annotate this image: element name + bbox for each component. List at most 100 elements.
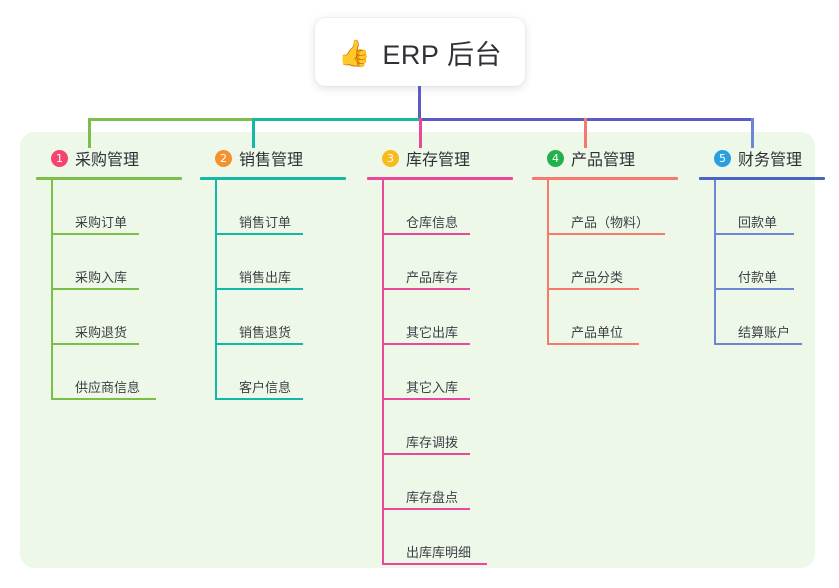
leaf-item-label: 产品单位 <box>571 325 624 340</box>
leaf-item[interactable]: 结算账户 <box>714 290 829 345</box>
column-财务管理: 5 财务管理回款单付款单结算账户 <box>699 146 829 345</box>
leaf-item-label: 产品库存 <box>406 270 459 285</box>
diagram-panel <box>20 132 815 568</box>
leaf-item-rule <box>714 343 802 345</box>
leaf-item-rule <box>714 288 794 290</box>
leaf-item-label: 库存调拨 <box>406 435 459 450</box>
leaf-item-label: 销售退货 <box>239 325 292 340</box>
column-badge-5: 5 <box>714 149 731 167</box>
leaf-item-rule <box>382 398 470 400</box>
leaf-item[interactable]: 仓库信息 <box>382 180 517 235</box>
leaf-item-rule <box>382 233 470 235</box>
leaf-item[interactable]: 销售订单 <box>215 180 350 235</box>
column-spine <box>382 180 384 565</box>
column-badge-2: 2 <box>215 149 232 167</box>
leaf-item[interactable]: 出库库明细 <box>382 510 517 565</box>
column-underline <box>200 177 346 180</box>
leaf-item-rule <box>51 398 156 400</box>
leaf-item-rule <box>547 288 639 290</box>
column-items: 采购订单采购入库采购退货供应商信息 <box>36 180 186 400</box>
leaf-item[interactable]: 付款单 <box>714 235 829 290</box>
column-underline <box>36 177 182 180</box>
leaf-item-label: 仓库信息 <box>406 215 459 230</box>
leaf-item[interactable]: 销售出库 <box>215 235 350 290</box>
leaf-item-label: 供应商信息 <box>75 380 141 395</box>
column-title: 库存管理 <box>406 152 471 169</box>
leaf-item-label: 产品（物料） <box>571 215 650 230</box>
leaf-item-rule <box>714 233 794 235</box>
leaf-item-label: 产品分类 <box>571 270 624 285</box>
leaf-item[interactable]: 其它入库 <box>382 345 517 400</box>
column-badge-3: 3 <box>382 149 399 167</box>
leaf-item[interactable]: 库存调拨 <box>382 400 517 455</box>
leaf-item-label: 采购入库 <box>75 270 128 285</box>
leaf-item[interactable]: 产品库存 <box>382 235 517 290</box>
column-spine <box>547 180 549 345</box>
leaf-item-rule <box>51 343 139 345</box>
column-header-5[interactable]: 5 财务管理 <box>699 146 829 170</box>
column-badge-1: 1 <box>51 149 68 167</box>
leaf-item[interactable]: 库存盘点 <box>382 455 517 510</box>
leaf-item-rule <box>215 343 303 345</box>
column-spine <box>51 180 53 400</box>
root-title: ERP 后台 <box>382 39 502 70</box>
leaf-item-rule <box>382 453 470 455</box>
column-产品管理: 4 产品管理产品（物料） 产品分类产品单位 <box>532 146 682 345</box>
leaf-item-label: 出库库明细 <box>406 545 472 560</box>
column-items: 回款单付款单结算账户 <box>699 180 829 345</box>
column-spine <box>215 180 217 400</box>
root-node-card[interactable]: 👍 ERP 后台 <box>315 18 525 86</box>
leaf-item-rule <box>215 288 303 290</box>
leaf-item[interactable]: 产品单位 <box>547 290 682 345</box>
connector-trunk <box>418 86 421 121</box>
leaf-item-label: 其它入库 <box>406 380 459 395</box>
leaf-item-rule <box>382 343 470 345</box>
leaf-item-rule <box>382 563 487 565</box>
leaf-item[interactable]: 供应商信息 <box>51 345 186 400</box>
leaf-item-rule <box>215 233 303 235</box>
connector-drop-4 <box>584 118 587 148</box>
leaf-item[interactable]: 客户信息 <box>215 345 350 400</box>
connector-bar-segment-1 <box>88 118 255 121</box>
leaf-item-label: 采购退货 <box>75 325 128 340</box>
leaf-item-label: 采购订单 <box>75 215 128 230</box>
leaf-item-rule <box>547 343 639 345</box>
connector-bar-segment-2 <box>252 118 422 121</box>
connector-drop-1 <box>88 118 91 148</box>
leaf-item-rule <box>382 288 470 290</box>
leaf-item[interactable]: 产品分类 <box>547 235 682 290</box>
leaf-item[interactable]: 产品（物料） <box>547 180 682 235</box>
column-underline <box>532 177 678 180</box>
column-spine <box>714 180 716 345</box>
column-badge-4: 4 <box>547 149 564 167</box>
column-items: 产品（物料） 产品分类产品单位 <box>532 180 682 345</box>
leaf-item-label: 库存盘点 <box>406 490 459 505</box>
leaf-item-label: 回款单 <box>738 215 778 230</box>
leaf-item[interactable]: 其它出库 <box>382 290 517 345</box>
column-title: 财务管理 <box>738 152 803 169</box>
leaf-item-label: 结算账户 <box>738 325 791 340</box>
leaf-item-rule <box>215 398 303 400</box>
thumbs-up-icon: 👍 <box>338 38 371 68</box>
leaf-item-rule <box>51 233 139 235</box>
column-header-3[interactable]: 3 库存管理 <box>367 146 517 170</box>
leaf-item-rule <box>51 288 139 290</box>
leaf-item-label: 销售订单 <box>239 215 292 230</box>
leaf-item-label: 付款单 <box>738 270 778 285</box>
leaf-item[interactable]: 采购订单 <box>51 180 186 235</box>
column-header-4[interactable]: 4 产品管理 <box>532 146 682 170</box>
column-title: 产品管理 <box>571 152 636 169</box>
leaf-item[interactable]: 采购退货 <box>51 290 186 345</box>
connector-drop-5 <box>751 118 754 148</box>
leaf-item[interactable]: 销售退货 <box>215 290 350 345</box>
connector-drop-3 <box>419 118 422 148</box>
leaf-item[interactable]: 采购入库 <box>51 235 186 290</box>
column-库存管理: 3 库存管理仓库信息产品库存其它出库其它入库库存调拨库存盘点出库库明细 <box>367 146 517 565</box>
leaf-item-label: 销售出库 <box>239 270 292 285</box>
leaf-item-rule <box>382 508 470 510</box>
leaf-item[interactable]: 回款单 <box>714 180 829 235</box>
